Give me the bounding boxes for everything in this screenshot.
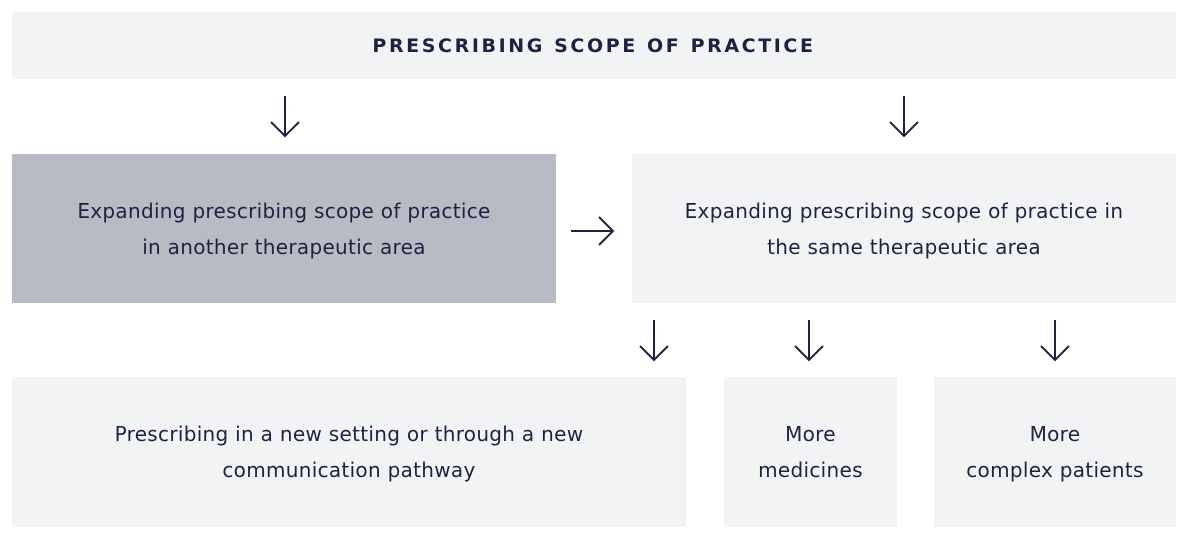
- arrow-down-icon: [1038, 318, 1072, 364]
- arrow-down-icon: [792, 318, 826, 364]
- box-label: Expanding prescribing scope of practice …: [77, 198, 491, 259]
- another-therapeutic-area-box: Expanding prescribing scope of practice …: [12, 154, 556, 303]
- new-setting-box: Prescribing in a new setting or through …: [12, 377, 686, 527]
- arrow-right-icon: [569, 214, 617, 248]
- more-medicines-box: More medicines: [724, 377, 897, 527]
- box-label: More complex patients: [966, 422, 1144, 482]
- box-label: Expanding prescribing scope of practice …: [684, 198, 1124, 259]
- arrow-down-icon: [637, 318, 671, 364]
- complex-patients-box: More complex patients: [934, 377, 1176, 527]
- arrow-down-icon: [268, 94, 302, 140]
- box-label: Prescribing in a new setting or through …: [114, 422, 584, 482]
- same-therapeutic-area-box: Expanding prescribing scope of practice …: [632, 154, 1176, 303]
- header-banner: PRESCRIBING SCOPE OF PRACTICE: [12, 12, 1176, 79]
- diagram-title: PRESCRIBING SCOPE OF PRACTICE: [372, 34, 816, 57]
- arrow-down-icon: [887, 94, 921, 140]
- box-label: More medicines: [758, 422, 863, 482]
